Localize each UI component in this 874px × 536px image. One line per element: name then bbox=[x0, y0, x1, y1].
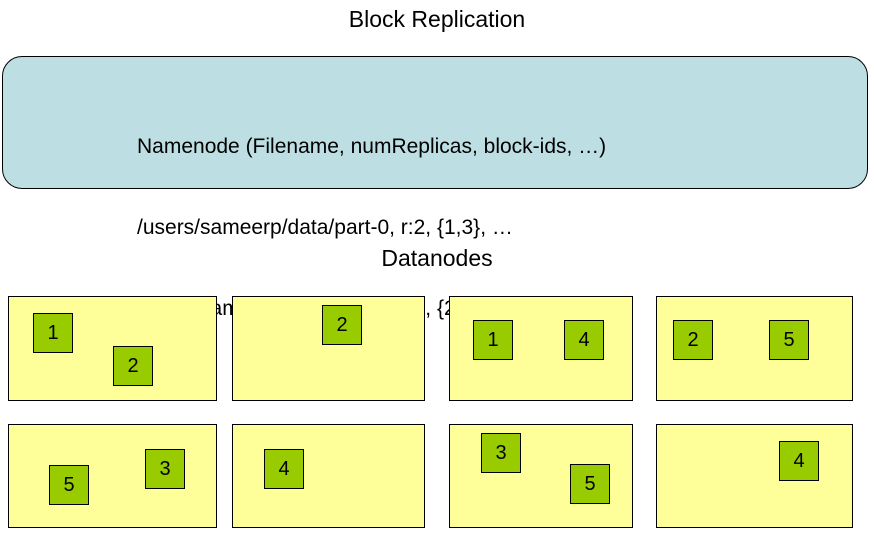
block-4: 4 bbox=[779, 441, 819, 481]
block-3: 3 bbox=[145, 449, 185, 489]
block-4: 4 bbox=[264, 449, 304, 489]
block-5: 5 bbox=[570, 464, 610, 504]
block-2: 2 bbox=[113, 346, 153, 386]
block-2: 2 bbox=[673, 320, 713, 360]
diagram-title: Block Replication bbox=[348, 6, 526, 32]
block-5: 5 bbox=[49, 465, 89, 505]
datanode-box-datanode-2: 2 bbox=[232, 296, 425, 401]
datanodes-label: Datanodes bbox=[381, 245, 493, 271]
namenode-line-2: /users/sameerp/data/part-0, r:2, {1,3}, … bbox=[137, 216, 513, 239]
block-2: 2 bbox=[322, 305, 362, 345]
datanode-box-datanode-8: 4 bbox=[656, 424, 853, 528]
block-1: 1 bbox=[473, 320, 513, 360]
block-3: 3 bbox=[481, 433, 521, 473]
block-4: 4 bbox=[564, 320, 604, 360]
namenode-line-1: Namenode (Filename, numReplicas, block-i… bbox=[137, 135, 607, 158]
datanode-box-datanode-6: 4 bbox=[232, 424, 425, 528]
block-1: 1 bbox=[33, 313, 73, 353]
block-5: 5 bbox=[769, 320, 809, 360]
namenode-box: Namenode (Filename, numReplicas, block-i… bbox=[2, 56, 868, 320]
